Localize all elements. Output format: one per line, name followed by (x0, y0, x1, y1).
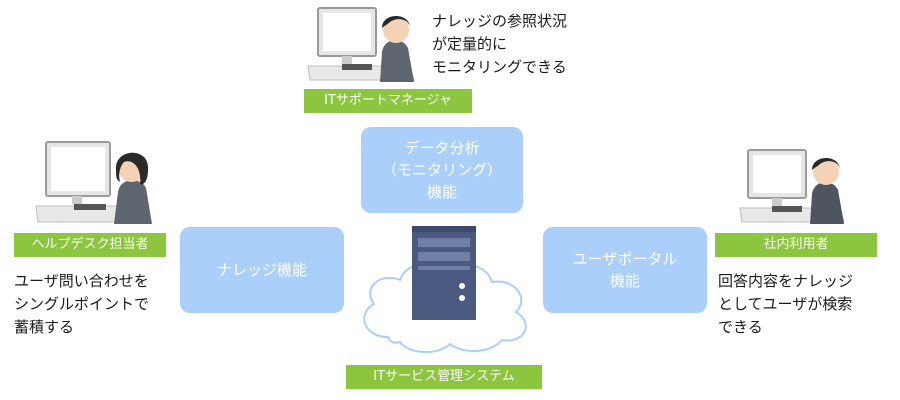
function-label-knowledge: ナレッジ機能 (216, 261, 307, 279)
function-label-portal: ユーザポータル 機能 (572, 250, 678, 290)
role-tag-helpdesk: ヘルプデスク担当者 (14, 233, 166, 257)
system-label: ITサービス管理システム (346, 365, 542, 389)
function-box-portal: ユーザポータル 機能 (543, 227, 707, 313)
function-box-knowledge: ナレッジ機能 (180, 227, 344, 313)
person-at-computer-icon (739, 149, 845, 224)
function-label-analytics: データ分析 （モニタリング） 機能 (381, 139, 502, 201)
manager-description: ナレッジの参照状況 が定量的に モニタリングできる (432, 12, 568, 76)
function-box-analytics: データ分析 （モニタリング） 機能 (361, 127, 523, 213)
server-icon (412, 226, 476, 320)
person-at-computer-icon (307, 7, 415, 82)
person-at-computer-icon (35, 141, 152, 224)
user-description: 回答内容をナレッジ としてユーザが検索 できる (718, 272, 854, 336)
role-tag-manager: ITサポートマネージャ (304, 89, 472, 113)
role-tag-user: 社内利用者 (715, 233, 877, 257)
helpdesk-description: ユーザ問い合わせを シングルポイントで 蓄積する (14, 272, 150, 336)
